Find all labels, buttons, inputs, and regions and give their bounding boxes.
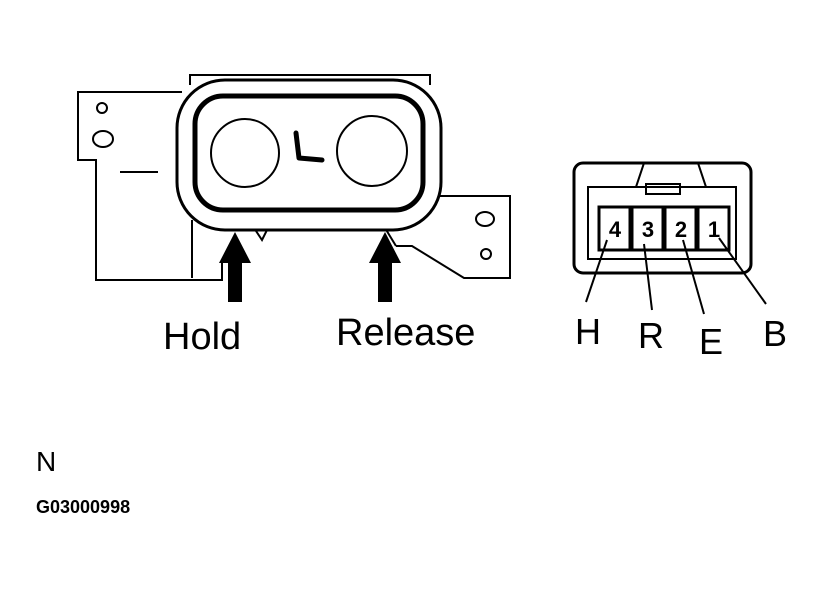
latch-slot (645, 183, 681, 195)
release-label: Release (336, 312, 476, 354)
housing-top-stub (189, 74, 431, 85)
connector-latch (588, 162, 736, 188)
leader-line-h (585, 239, 608, 303)
pin-number-3: 3 (642, 217, 654, 242)
pin-cavity-1 (696, 205, 731, 252)
connector (572, 161, 767, 315)
mounting-bracket (77, 91, 223, 281)
pin-number-2: 2 (675, 217, 687, 242)
leader-line-e (682, 239, 705, 315)
wire-label-e: E (699, 321, 724, 362)
hold-button[interactable] (210, 118, 280, 188)
wire-label-r: R (638, 315, 664, 356)
wire-label-b: B (763, 313, 788, 354)
hold-label: Hold (163, 316, 242, 358)
hold-arrow-icon (219, 232, 251, 302)
pin-number-1: 1 (708, 217, 720, 242)
wire-label-h: H (575, 311, 601, 352)
bracket-hole-oval (92, 130, 114, 148)
view-letter: N (36, 446, 57, 477)
pin-cavity-2 (663, 205, 698, 252)
pin-cavity-4 (597, 205, 632, 252)
tab-hole-small (480, 248, 492, 260)
right-mounting-tab (396, 195, 511, 279)
pin-number-4: 4 (609, 217, 622, 242)
figure-code: G03000998 (36, 497, 131, 517)
connector-inner (587, 186, 737, 260)
release-button[interactable] (336, 115, 408, 187)
leader-line-r (643, 243, 653, 311)
bracket-hole-small (96, 102, 108, 114)
pin-cavity-3 (630, 205, 665, 252)
release-arrow-icon (369, 232, 401, 302)
leader-line-b (718, 237, 767, 305)
seat-icon (293, 130, 325, 163)
tab-hole-oval (475, 211, 495, 227)
